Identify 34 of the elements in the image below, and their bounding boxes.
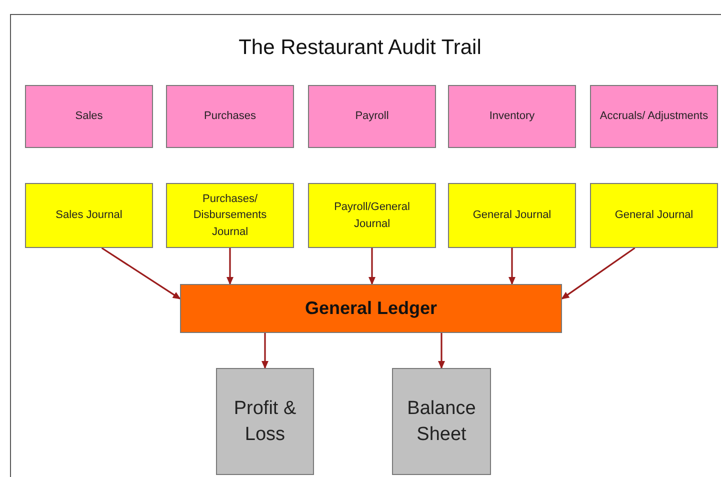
source-box — [166, 85, 294, 148]
arrow — [368, 248, 376, 285]
source-box — [448, 85, 576, 148]
box-label: General Journal — [472, 208, 552, 224]
arrow — [438, 333, 445, 369]
journal-box — [308, 183, 436, 248]
box-label: General Journal — [614, 208, 694, 224]
arrow — [262, 333, 268, 369]
box-label: Profit & Loss — [232, 396, 298, 446]
box-label: General Ledger — [304, 297, 438, 320]
journal-box — [448, 183, 576, 248]
box-label: Balance Sheet — [406, 396, 477, 446]
report-box — [216, 368, 314, 475]
box-label: Purchases/ Disbursements Journal — [192, 192, 268, 240]
box-label: Payroll/General Journal — [333, 200, 411, 232]
box-label: Purchases — [204, 109, 256, 124]
source-box — [590, 85, 718, 148]
arrow — [226, 248, 234, 285]
report-box — [392, 368, 491, 475]
box-label: Payroll — [355, 109, 389, 124]
source-box — [308, 85, 436, 148]
box-label: Accruals/ Adjustments — [600, 109, 708, 124]
arrow — [561, 247, 636, 300]
box-label: Sales — [75, 109, 103, 124]
journal-box — [590, 183, 718, 248]
journal-box — [25, 183, 153, 248]
diagram-title: The Restaurant Audit Trail — [238, 35, 482, 61]
ledger-box — [180, 284, 562, 333]
source-box — [25, 85, 153, 148]
box-label: Sales Journal — [56, 208, 122, 224]
arrow — [508, 248, 516, 285]
arrow — [101, 247, 181, 300]
box-label: Inventory — [489, 109, 535, 124]
journal-box — [166, 183, 294, 248]
